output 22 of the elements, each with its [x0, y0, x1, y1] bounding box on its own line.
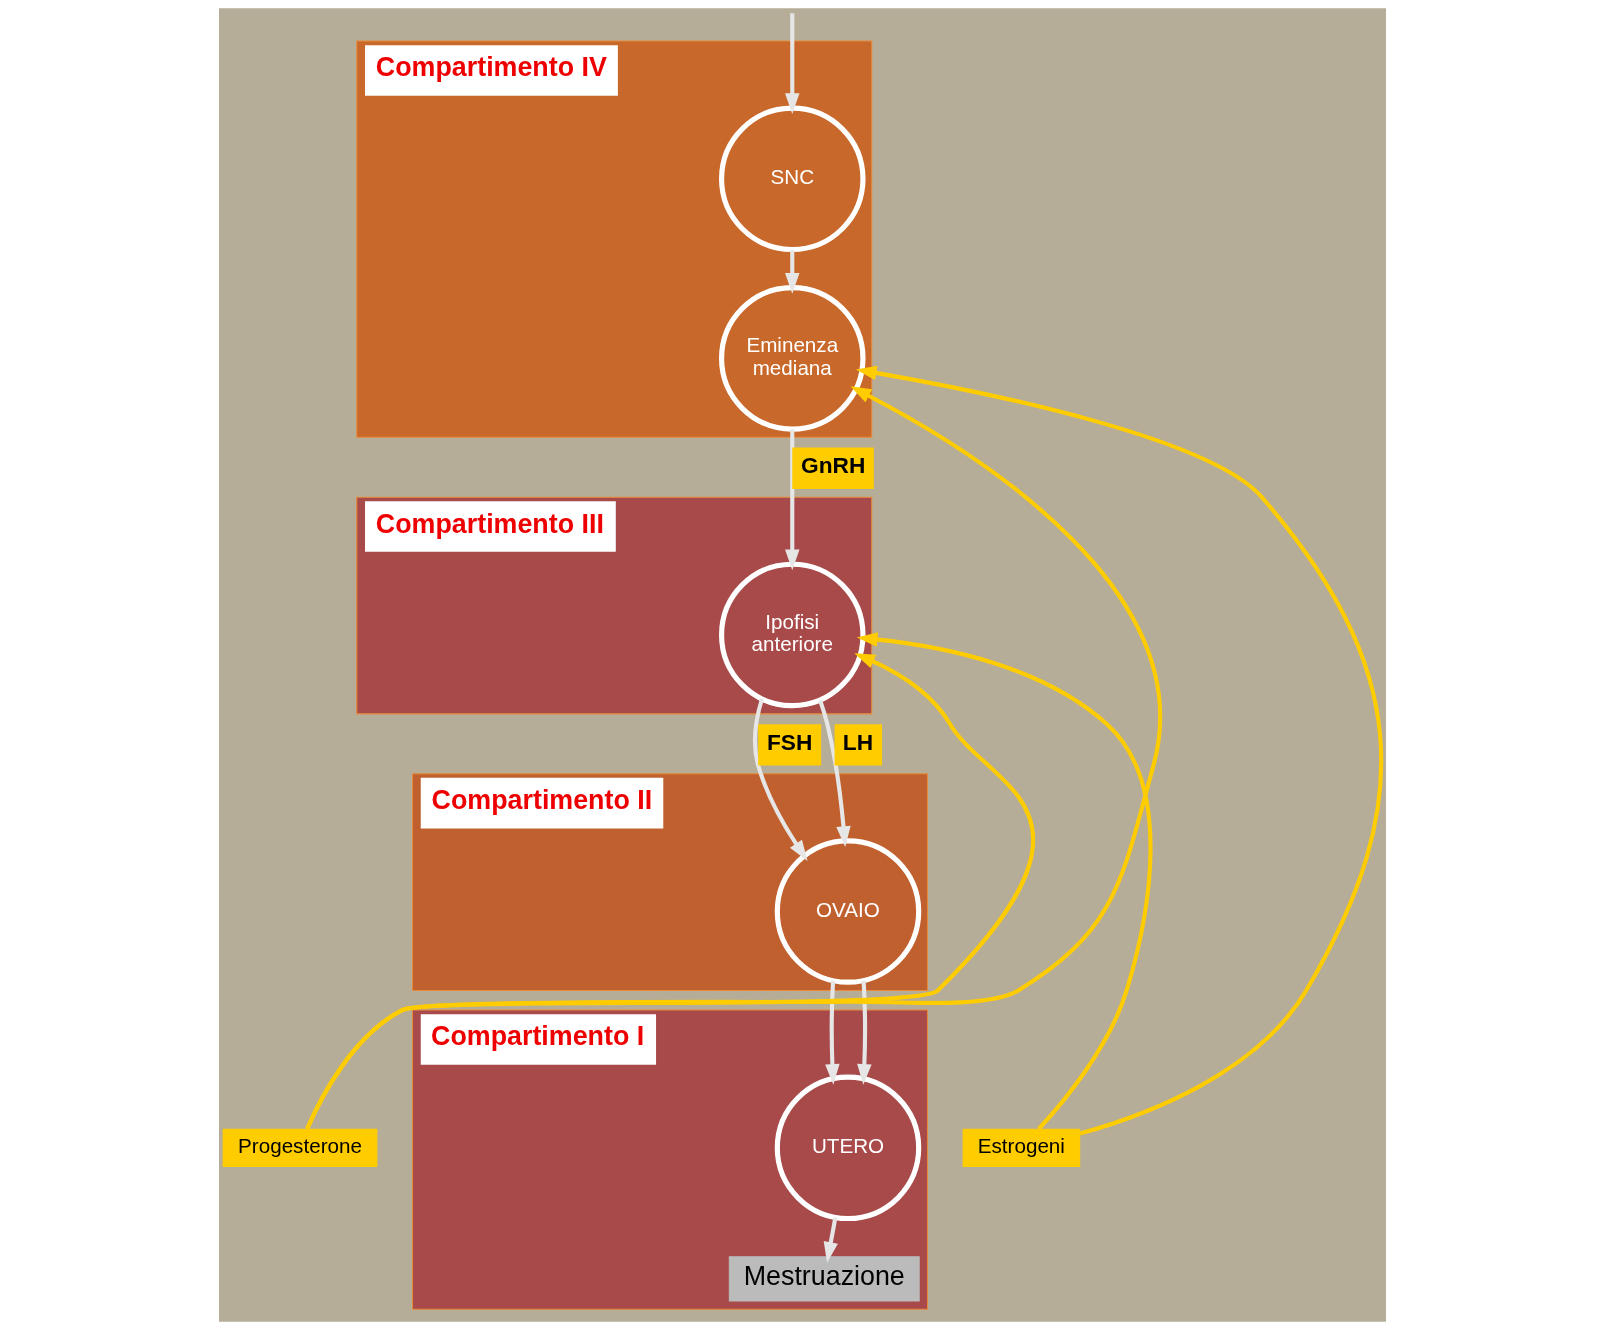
arrow — [304, 386, 1162, 1130]
node-circle: Ipofisi anteriore — [718, 561, 866, 709]
arrow — [856, 632, 1152, 1131]
edge-label: LH — [842, 728, 873, 755]
arrow — [824, 980, 840, 1085]
edge-label: GnRH — [800, 452, 865, 479]
node-circle: UTERO — [774, 1074, 921, 1222]
node-circle: Eminenza mediana — [718, 285, 866, 432]
arrow — [752, 698, 808, 861]
node-box: Mestruazione — [728, 1256, 920, 1302]
node-box: Estrogeni — [962, 1128, 1080, 1167]
arrow — [784, 429, 799, 571]
arrow — [784, 250, 799, 294]
arrow — [855, 365, 1383, 1136]
arrow — [823, 1217, 838, 1263]
arrow — [817, 699, 851, 847]
arrow — [304, 653, 1034, 1130]
edge-label: FSH — [766, 728, 812, 755]
arrow — [856, 980, 872, 1085]
arrow — [784, 13, 799, 115]
node-circle: SNC — [718, 105, 866, 253]
node-box: Progesterone — [222, 1128, 377, 1167]
